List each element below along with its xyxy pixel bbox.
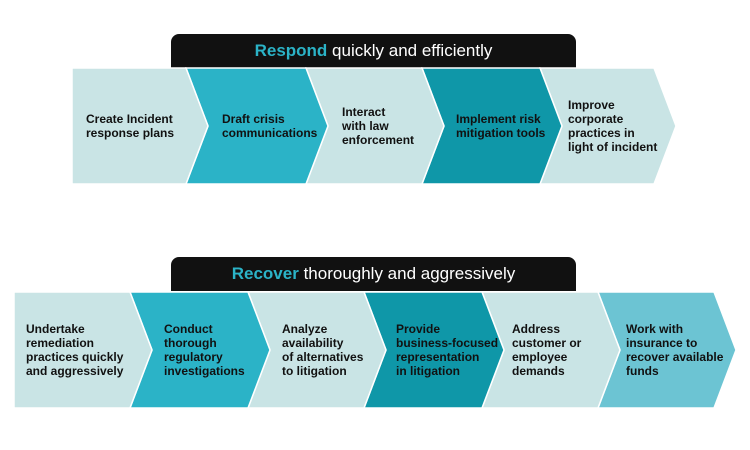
respond-step-1-chevron <box>71 67 209 185</box>
step-label-line: response plans <box>86 126 175 140</box>
respond-banner: Respond quickly and efficiently <box>171 34 576 68</box>
step-label-line: funds <box>626 364 659 378</box>
step-label-line: with law <box>342 119 389 133</box>
step-label-line: Undertake <box>26 322 85 336</box>
step-label-line: of alternatives <box>282 350 364 364</box>
recover-banner: Recover thoroughly and aggressively <box>171 257 576 291</box>
step-label-line: Create Incident <box>86 112 173 126</box>
step-label-line: in litigation <box>396 364 460 378</box>
step-label-line: practices in <box>568 126 635 140</box>
step-label-line: remediation <box>26 336 95 350</box>
step-label-line: investigations <box>164 364 245 378</box>
step-label-line: recover available <box>626 350 724 364</box>
step-label-line: communications <box>222 126 318 140</box>
step-label-line: Provide <box>396 322 441 336</box>
step-label-line: customer or <box>512 336 582 350</box>
step-label-line: enforcement <box>342 133 415 147</box>
step-label-line: Interact <box>342 105 386 119</box>
step-label-line: employee <box>512 350 568 364</box>
step-label-line: demands <box>512 364 565 378</box>
recover-step-1-chevron <box>13 291 153 409</box>
step-label-line: insurance to <box>626 336 698 350</box>
step-label-line: light of incident <box>568 140 658 154</box>
respond-banner-rest: quickly and efficiently <box>327 41 493 60</box>
step-label-line: Address <box>512 322 561 336</box>
step-label-line: Improve <box>568 98 615 112</box>
step-label-line: Conduct <box>164 322 213 336</box>
recover-banner-rest: thoroughly and aggressively <box>298 264 516 283</box>
step-label-line: availability <box>282 336 344 350</box>
respond-keyword: Respond <box>254 41 328 60</box>
step-label-line: corporate <box>568 112 624 126</box>
recover-keyword: Recover <box>231 264 299 283</box>
step-label-line: practices quickly <box>26 350 124 364</box>
step-label-line: representation <box>396 350 480 364</box>
step-label-line: Work with <box>626 322 684 336</box>
step-label-line: business-focused <box>396 336 499 350</box>
step-label-line: Draft crisis <box>222 112 285 126</box>
step-label-line: thorough <box>164 336 217 350</box>
step-label-line: to litigation <box>282 364 347 378</box>
step-label-line: regulatory <box>164 350 223 364</box>
step-label-line: mitigation tools <box>456 126 546 140</box>
step-label-line: and aggressively <box>26 364 124 378</box>
step-label-line: Implement risk <box>456 112 541 126</box>
step-label-line: Analyze <box>282 322 328 336</box>
